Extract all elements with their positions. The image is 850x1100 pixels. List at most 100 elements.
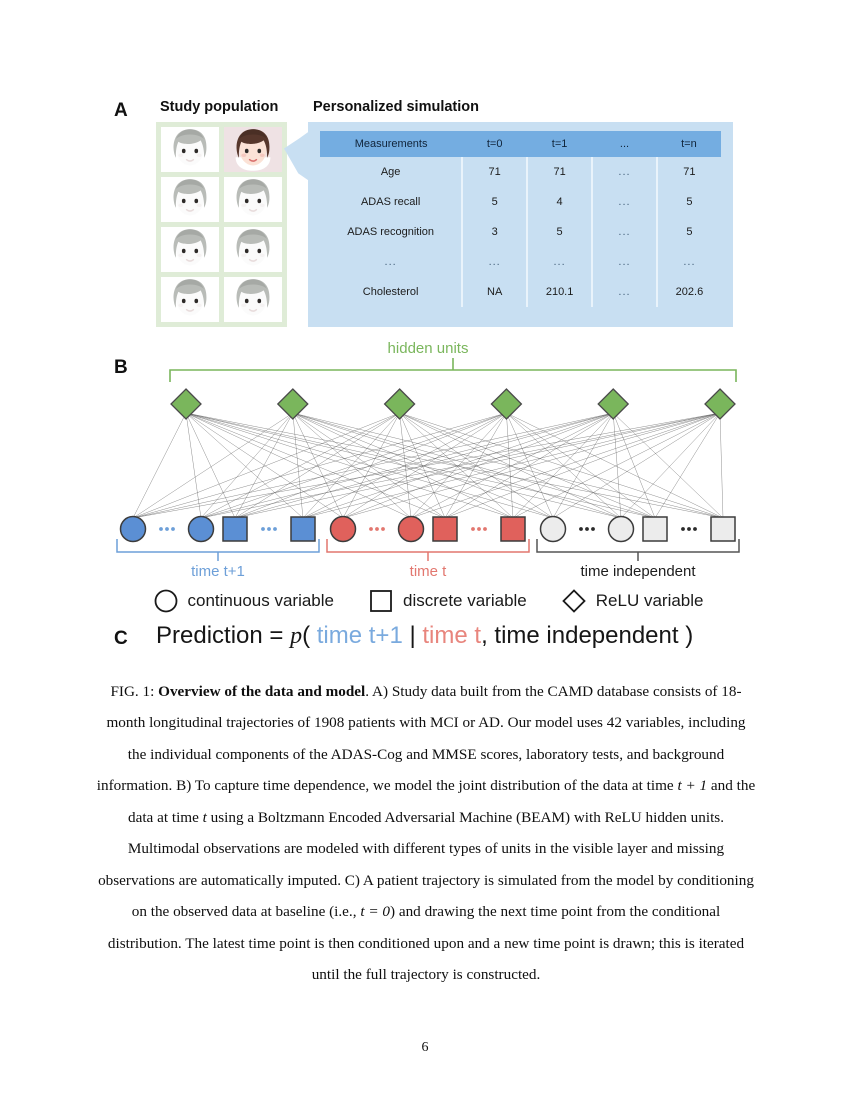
personalized-simulation-title: Personalized simulation xyxy=(313,99,479,115)
prediction-equation: Prediction = p( time t+1 | time t, time … xyxy=(156,622,693,650)
study-population-title: Study population xyxy=(160,99,279,115)
table-cell: ADAS recognition xyxy=(347,226,435,238)
avatar-highlighted xyxy=(224,127,282,172)
table-header-cell: Measurements xyxy=(320,131,463,157)
table-cell: 210.1 xyxy=(526,277,593,307)
visible-unit-circle xyxy=(119,515,147,543)
bracket-svg xyxy=(116,539,740,561)
legend-item-discrete: discrete variable xyxy=(368,588,527,614)
table-cell: 202.6 xyxy=(655,277,721,307)
figure-1: A Study population Personalized simulati… xyxy=(108,92,748,674)
shape-legend: continuous variable discrete variable Re… xyxy=(108,588,748,614)
network-diagram xyxy=(119,358,737,543)
ellipsis-dots xyxy=(369,527,385,531)
table-cell: 71 xyxy=(655,157,721,187)
table-cell: 5 xyxy=(461,187,528,217)
panel-c-letter: C xyxy=(114,628,128,649)
caption-fig-label: FIG. 1: xyxy=(110,683,159,700)
table-header-cell: t=0 xyxy=(462,131,528,157)
hidden-units-label: hidden units xyxy=(387,340,469,357)
table-cell: 5 xyxy=(526,217,593,247)
panel-a: A Study population Personalized simulati… xyxy=(108,92,748,340)
ellipsis-dots xyxy=(681,527,697,531)
caption-part1: . A) Study data built from the CAMD data… xyxy=(96,683,746,795)
ellipsis-dots xyxy=(159,527,175,531)
table-cell: 5 xyxy=(655,187,721,217)
avatar-face-icon xyxy=(224,277,282,322)
prediction-prefix: Prediction = xyxy=(156,622,291,649)
table-cell: ... xyxy=(591,247,657,277)
caption-math-t-plus-1: t + 1 xyxy=(677,777,708,795)
legend-item-continuous: continuous variable xyxy=(153,588,334,614)
legend-label-discrete: discrete variable xyxy=(402,591,527,610)
network-edges xyxy=(132,412,724,519)
table-cell: ... xyxy=(655,247,721,277)
avatar-grayscale xyxy=(161,227,219,272)
diamond-icon xyxy=(561,589,586,613)
legend-item-relu: ReLU variable xyxy=(561,588,704,614)
avatar-grayscale xyxy=(161,177,219,222)
table-cell: 5 xyxy=(655,217,721,247)
visible-unit-circle xyxy=(187,515,215,543)
caption-part4: ) and drawing the next time point from t… xyxy=(107,903,745,984)
group-bracket-2 xyxy=(326,539,530,553)
avatar-face-icon xyxy=(161,177,219,222)
avatar-face-icon xyxy=(224,177,282,222)
group-label-time-next: time t+1 xyxy=(191,563,245,580)
figure-caption: FIG. 1: Overview of the data and model. … xyxy=(96,676,756,991)
table-cell: ... xyxy=(591,157,657,187)
table-cell: ADAS recall xyxy=(360,196,421,208)
table-cell: 71 xyxy=(461,157,528,187)
hidden-unit-diamond-6 xyxy=(704,388,736,420)
prediction-close-paren: ) xyxy=(678,622,694,649)
prediction-term-next: time t+1 xyxy=(316,622,403,649)
visible-unit-circle xyxy=(329,515,357,543)
hidden-unit-diamond-5 xyxy=(597,388,630,420)
table-cell: Cholesterol xyxy=(362,286,419,298)
table-cell: ... xyxy=(384,256,397,268)
hidden-unit-diamond-4 xyxy=(490,388,523,420)
group-bracket-1 xyxy=(116,539,320,553)
prediction-given-bar: | xyxy=(402,622,423,649)
page-number: 6 xyxy=(421,1040,429,1055)
group-label-time-current: time t xyxy=(409,563,447,580)
hidden-unit-diamond-2 xyxy=(276,388,309,420)
table-cell: 71 xyxy=(526,157,593,187)
table-header-cell: ... xyxy=(592,131,657,157)
square-icon xyxy=(370,590,392,612)
avatar-grayscale xyxy=(161,127,219,172)
panel-c: C Prediction = p( time t+1 | time t, tim… xyxy=(108,622,748,674)
table-row: ............... xyxy=(320,247,721,277)
ellipsis-dots xyxy=(579,527,595,531)
visible-unit-square xyxy=(642,516,668,542)
visible-unit-square xyxy=(500,516,526,542)
table-cell: ... xyxy=(461,247,528,277)
legend-label-relu: ReLU variable xyxy=(595,591,704,610)
visible-unit-square xyxy=(222,516,248,542)
avatar-grayscale xyxy=(224,277,282,322)
prediction-open-paren: ( xyxy=(302,622,317,649)
prediction-term-independent: time independent xyxy=(494,622,679,649)
visible-unit-square xyxy=(432,516,458,542)
group-label-time-independent: time independent xyxy=(580,563,696,580)
table-cell: Age xyxy=(380,166,401,178)
avatar-face-icon xyxy=(161,127,219,172)
study-population-grid xyxy=(156,122,287,327)
avatar-grayscale xyxy=(224,227,282,272)
table-cell: 3 xyxy=(461,217,528,247)
table-cell: ... xyxy=(526,247,593,277)
table-cell: ... xyxy=(591,277,657,307)
panel-b: B hidden units time t+1 time t time inde… xyxy=(108,340,748,622)
hidden-units-bracket xyxy=(169,369,737,382)
prediction-comma: , xyxy=(481,622,495,649)
caption-math-t-eq-0: t = 0 xyxy=(360,903,390,921)
avatar-face-icon xyxy=(161,277,219,322)
caption-part2: and the data at time xyxy=(128,777,756,826)
